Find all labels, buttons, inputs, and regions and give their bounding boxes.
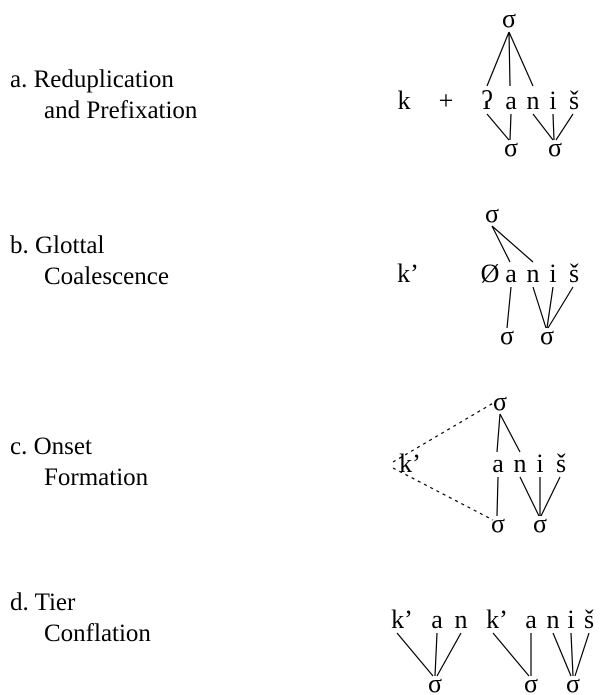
diagram-a-seg-n: n <box>527 86 540 115</box>
diagram-d-seg-s-2: š <box>584 605 594 634</box>
diagram-c: σ k’ a n i š σ σ <box>392 387 566 538</box>
step-d-letter: d. <box>10 589 29 616</box>
diagram-d-seg-n-1: n <box>455 605 468 634</box>
diagram-d-seg-a-1: a <box>431 605 443 634</box>
diagram-c-sigma-1: σ <box>491 509 505 538</box>
step-c-letter: c. <box>10 433 28 460</box>
diagram-b-seg-n: n <box>527 259 540 288</box>
diagram-b-top-sigma: σ <box>485 199 499 228</box>
step-a-label: a. Reduplication <box>10 66 174 94</box>
diagram-d-sigma-1: σ <box>428 669 442 695</box>
diagram-a-plus: + <box>439 86 454 115</box>
diagram-c-seg-a: a <box>492 449 504 478</box>
diagram-c-seg-i: i <box>536 449 543 478</box>
diagram-a-top-sigma: σ <box>502 4 516 33</box>
diagram-a-sigma-2: σ <box>548 133 562 162</box>
diagram-c-sigma-2: σ <box>533 509 547 538</box>
diagram-d: k’ a n k’ a n i š σ σ σ <box>391 605 594 695</box>
step-c-title: Onset <box>33 433 92 460</box>
diagram-a-k: k <box>398 86 411 115</box>
diagram-b-sigma-1: σ <box>500 321 514 350</box>
diagram-a-seg-i: i <box>549 86 556 115</box>
diagram-b: σ k’ Ø a n i š σ σ <box>397 199 579 350</box>
diagram-d-k-ejective-2: k’ <box>486 605 508 634</box>
diagram-c-k-ejective: k’ <box>399 449 421 478</box>
step-c-subtitle: Formation <box>44 464 149 491</box>
diagram-a-seg-a: a <box>505 86 517 115</box>
diagram-d-sigma-3: σ <box>566 669 580 695</box>
diagram-c-seg-s: š <box>556 449 566 478</box>
diagram-a: σ k + ʔ a n i š σ σ <box>398 4 580 162</box>
step-b-title: Glottal <box>35 232 105 259</box>
diagram-d-k-ejective-1: k’ <box>391 605 413 634</box>
diagram-d-sigma-2: σ <box>524 669 538 695</box>
step-b-label: b. Glottal <box>10 232 104 260</box>
diagram-b-sigma-2: σ <box>540 321 554 350</box>
diagram-b-k-ejective: k’ <box>397 259 419 288</box>
diagram-d-seg-i-2: i <box>567 605 574 634</box>
diagram-a-sigma-1: σ <box>504 133 518 162</box>
diagram-b-seg-i: i <box>549 259 556 288</box>
step-a-title: Reduplication <box>33 66 174 93</box>
diagram-a-seg-s: š <box>569 86 579 115</box>
step-b-subtitle: Coalescence <box>44 263 169 290</box>
step-d-title: Tier <box>34 589 76 616</box>
step-a-subtitle: and Prefixation <box>44 97 198 124</box>
step-c-label: c. Onset <box>10 433 92 461</box>
step-d-label: d. Tier <box>10 589 75 617</box>
step-d-subtitle: Conflation <box>44 620 151 647</box>
step-a-letter: a. <box>10 66 28 93</box>
step-b-letter: b. <box>10 232 29 259</box>
diagram-a-glottal: ʔ <box>481 86 493 115</box>
diagram-d-seg-n-2: n <box>547 605 560 634</box>
diagram-b-seg-a: a <box>505 259 517 288</box>
diagram-d-seg-a-2: a <box>525 605 537 634</box>
diagram-c-seg-n: n <box>514 449 527 478</box>
diagram-b-seg-s: š <box>569 259 579 288</box>
diagram-b-null: Ø <box>481 259 500 288</box>
diagram-c-top-sigma: σ <box>493 387 507 416</box>
